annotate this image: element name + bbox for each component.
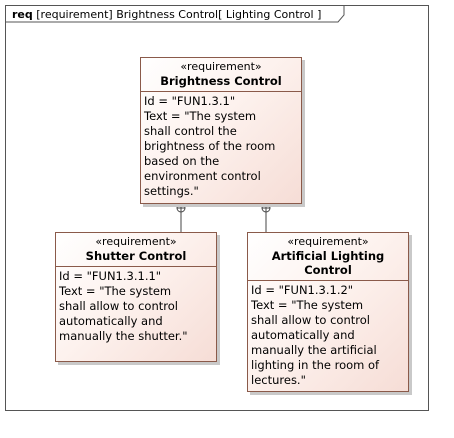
requirement-text-line: automatically and <box>251 328 355 342</box>
requirement-text-line: shall allow to control <box>59 299 178 313</box>
requirement-artificial-lighting-control[interactable]: «requirement» Artificial Lighting Contro… <box>247 232 409 392</box>
diagram-header-text: [requirement] Brightness Control[ Lighti… <box>36 8 322 21</box>
requirement-properties: Id = "FUN1.3.1.2" Text = "The system sha… <box>248 281 408 388</box>
requirement-text-line: shall allow to control <box>251 313 370 327</box>
requirement-brightness-control[interactable]: «requirement» Brightness Control Id = "F… <box>140 57 302 204</box>
requirement-text-line: automatically and <box>59 314 163 328</box>
requirement-text-line: lighting in the room of <box>251 358 380 372</box>
requirement-text-line: lectures." <box>251 373 306 387</box>
requirement-name: Artificial Lighting <box>271 249 385 263</box>
requirement-properties: Id = "FUN1.3.1" Text = "The system shall… <box>141 92 301 199</box>
requirement-id: Id = "FUN1.3.1.1" <box>59 269 162 283</box>
requirement-header: «requirement» Shutter Control <box>56 233 216 267</box>
containment-line-shutter[interactable] <box>176 203 186 232</box>
requirement-name: Brightness Control <box>160 74 282 88</box>
requirement-properties: Id = "FUN1.3.1.1" Text = "The system sha… <box>56 267 216 344</box>
containment-line-artificial[interactable] <box>261 203 271 232</box>
requirement-id: Id = "FUN1.3.1" <box>144 94 236 108</box>
diagram-kind-label: req <box>12 8 33 21</box>
requirement-text-line: environment control <box>144 169 261 183</box>
requirement-text-line: manually the shutter." <box>59 329 188 343</box>
frame-tab <box>5 5 345 23</box>
requirement-text-line: settings." <box>144 184 199 198</box>
requirement-shutter-control[interactable]: «requirement» Shutter Control Id = "FUN1… <box>55 232 217 362</box>
stereotype-label: «requirement» <box>180 60 262 73</box>
stereotype-label: «requirement» <box>95 235 177 248</box>
requirement-header: «requirement» Brightness Control <box>141 58 301 92</box>
requirement-text-line: brightness of the room <box>144 139 276 153</box>
requirement-text-line: manually the artificial <box>251 343 377 357</box>
requirement-text-line: shall control the <box>144 124 237 138</box>
requirement-text-line: Text = "The system <box>144 109 257 123</box>
requirement-name: Control <box>304 263 352 277</box>
frame-title: req [requirement] Brightness Control[ Li… <box>12 8 321 21</box>
requirement-name: Shutter Control <box>85 249 187 263</box>
stereotype-label: «requirement» <box>287 235 369 248</box>
requirement-text-line: Text = "The system <box>251 298 364 312</box>
requirement-id: Id = "FUN1.3.1.2" <box>251 283 354 297</box>
requirement-header: «requirement» Artificial Lighting Contro… <box>248 233 408 281</box>
requirement-text-line: based on the <box>144 154 220 168</box>
requirement-text-line: Text = "The system <box>59 284 172 298</box>
